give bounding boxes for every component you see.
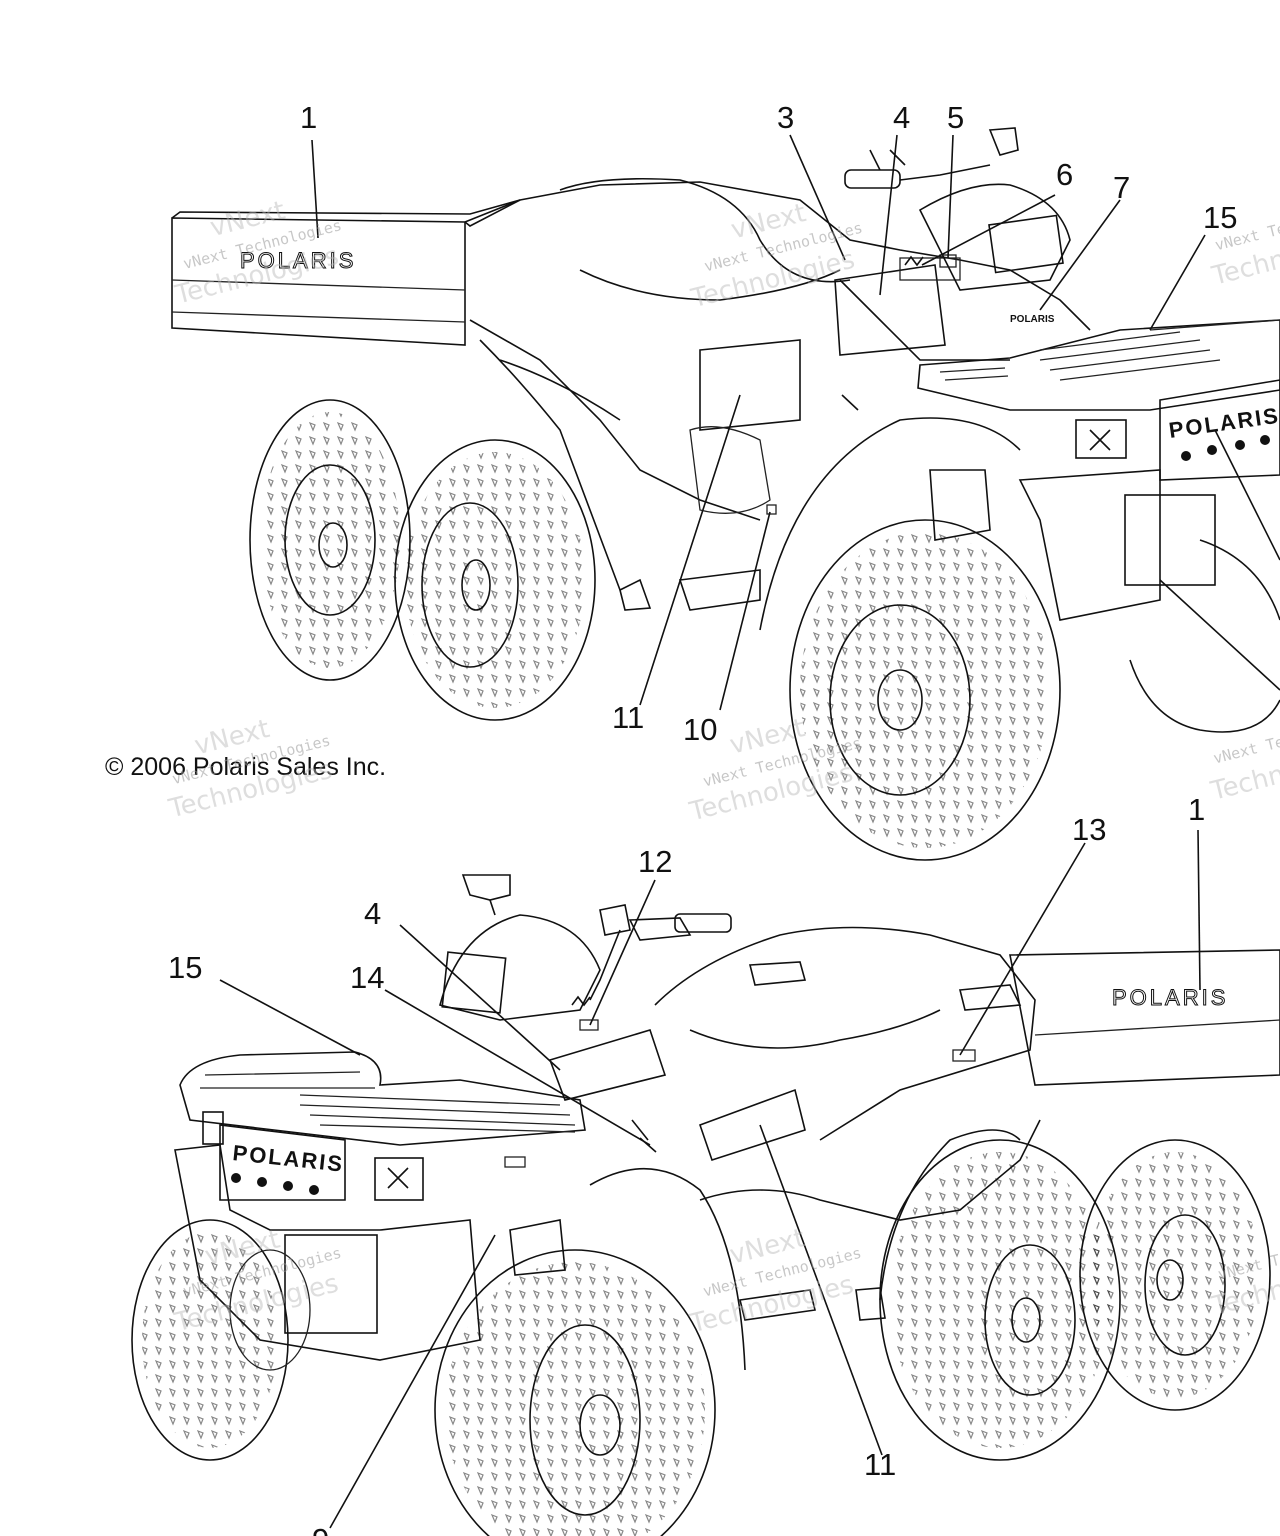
cargo-box-bottom: POLARIS bbox=[1009, 949, 1280, 1086]
callout-bottom-9: 9 bbox=[312, 1522, 329, 1536]
callout-top-10: 10 bbox=[683, 712, 717, 747]
callout-top-3: 3 bbox=[777, 100, 794, 135]
callout-top-1: 1 bbox=[300, 100, 317, 135]
front-wheel-top bbox=[789, 519, 1061, 861]
callout-bottom-15: 15 bbox=[168, 950, 202, 985]
callout-bottom-1: 1 bbox=[1188, 792, 1205, 827]
decal-4-bottom bbox=[548, 1029, 667, 1101]
body-bottom bbox=[548, 926, 1041, 1321]
front-grille-bottom bbox=[284, 1234, 378, 1334]
handlebar-top: POLARIS bbox=[844, 127, 1071, 325]
handlebar-bottom bbox=[439, 874, 732, 1031]
callouts-top: 1 3 4 5 6 7 15 11 10 bbox=[300, 100, 1237, 747]
callout-top-4: 4 bbox=[893, 100, 910, 135]
rear-wheel-1-top bbox=[249, 399, 411, 681]
decal-11-bottom bbox=[698, 1088, 806, 1162]
body-top bbox=[464, 177, 1091, 611]
front-fender-top bbox=[759, 417, 1021, 631]
callout-bottom-13: 13 bbox=[1072, 812, 1106, 847]
leader-lines bbox=[219, 134, 1280, 1529]
callout-top-5: 5 bbox=[947, 100, 964, 135]
front-wheel-far-top bbox=[1129, 539, 1280, 733]
callout-top-15: 15 bbox=[1203, 200, 1237, 235]
brand-decal-box-bottom: POLARIS bbox=[1112, 985, 1228, 1010]
decal-black-stripe-top bbox=[841, 394, 859, 411]
brand-decal-front-bottom: POLARIS bbox=[231, 1140, 345, 1177]
callout-top-7: 7 bbox=[1113, 170, 1130, 205]
atv-top-view: POLARIS PO bbox=[171, 127, 1280, 861]
atv-bottom-view: POLARIS bbox=[131, 874, 1280, 1536]
decal-4-top bbox=[834, 264, 946, 356]
front-fender-bottom bbox=[589, 1167, 746, 1371]
callout-top-11: 11 bbox=[612, 700, 644, 735]
headlight-top bbox=[988, 214, 1064, 274]
brand-decal-hood-top: POLARIS bbox=[1010, 314, 1055, 325]
rear-wheel-2-top bbox=[394, 439, 596, 721]
decal-12-bottom bbox=[579, 1019, 599, 1031]
rear-wheel-2-bottom bbox=[1079, 1139, 1271, 1411]
callout-bottom-12: 12 bbox=[638, 844, 672, 879]
front-wheel-near-bottom bbox=[434, 1249, 716, 1536]
front-grille-top bbox=[1124, 494, 1216, 586]
cargo-box-top: POLARIS bbox=[171, 199, 521, 346]
copyright-text: © 2006 Polaris Sales Inc. bbox=[105, 753, 386, 781]
decal-10-top bbox=[766, 504, 777, 515]
front-wheel-far-bottom bbox=[131, 1219, 311, 1461]
decal-3-top bbox=[904, 255, 924, 267]
decal-13-bottom bbox=[952, 1049, 976, 1062]
decal-14-bottom bbox=[504, 1156, 526, 1168]
svg-text:vNext Technologies: vNext Technologies bbox=[1211, 711, 1280, 768]
decal-11-top bbox=[699, 339, 801, 431]
callout-top-6: 6 bbox=[1056, 157, 1073, 192]
brand-decal-box-top: POLARIS bbox=[240, 248, 356, 273]
rear-wheel-1-bottom bbox=[879, 1139, 1121, 1461]
callouts-bottom: 13 1 12 4 15 14 11 9 bbox=[168, 792, 1205, 1536]
callout-bottom-14: 14 bbox=[350, 960, 384, 995]
callout-bottom-4: 4 bbox=[364, 896, 381, 931]
headlight-bottom bbox=[441, 951, 507, 1014]
callout-bottom-11: 11 bbox=[864, 1447, 896, 1482]
